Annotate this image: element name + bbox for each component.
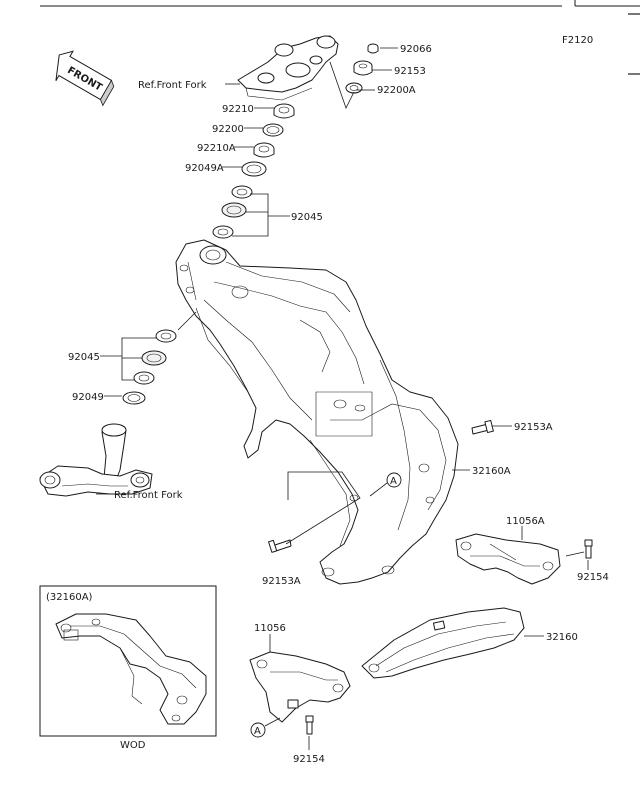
bearing-lower xyxy=(122,329,177,405)
label-92049: 92049 xyxy=(72,392,104,403)
marker-a-bracket-label: A xyxy=(254,726,261,737)
bolt-92153A-right xyxy=(471,419,494,435)
ref-front-fork-bottom: Ref.Front Fork xyxy=(114,490,183,501)
marker-a-frame: A xyxy=(386,472,402,488)
inset-caption: WOD xyxy=(120,740,146,751)
main-frame xyxy=(175,239,459,585)
upper-bracket xyxy=(237,35,339,101)
label-92153A-bottom: 92153A xyxy=(262,576,301,587)
label-92066: 92066 xyxy=(400,44,432,55)
guard-32160 xyxy=(361,607,525,679)
nut-92210A xyxy=(253,142,275,158)
label-32160: 32160 xyxy=(546,632,578,643)
label-92154-bottom: 92154 xyxy=(293,754,325,765)
page-border xyxy=(40,0,640,75)
label-92210: 92210 xyxy=(222,104,254,115)
label-11056: 11056 xyxy=(254,623,286,634)
label-11056A: 11056A xyxy=(506,516,545,527)
washer-92200A xyxy=(345,82,363,94)
ref-front-fork-top: Ref.Front Fork xyxy=(138,80,207,91)
seal-92049A xyxy=(241,161,267,177)
bracket-11056A xyxy=(455,533,561,585)
label-92045-bottom: 92045 xyxy=(68,352,100,363)
marker-a-bracket: A xyxy=(250,722,266,738)
diagram-code: F2120 xyxy=(562,35,593,46)
label-92153A-right: 92153A xyxy=(514,422,553,433)
label-92153: 92153 xyxy=(394,66,426,77)
label-92200A: 92200A xyxy=(377,85,416,96)
bracket-11056 xyxy=(249,651,351,723)
bolt-92154-bottom xyxy=(305,715,314,735)
inset-title: (32160A) xyxy=(46,592,93,603)
washer-92200 xyxy=(262,123,284,137)
nut-92210 xyxy=(273,103,295,119)
lower-bracket-stem xyxy=(39,423,153,497)
label-32160A: 32160A xyxy=(472,466,511,477)
bolt-92153A-bottom xyxy=(268,539,292,553)
label-92049A: 92049A xyxy=(185,163,224,174)
label-92045-top: 92045 xyxy=(291,212,323,223)
label-92210A: 92210A xyxy=(197,143,236,154)
label-92154-right: 92154 xyxy=(577,572,609,583)
label-92200: 92200 xyxy=(212,124,244,135)
front-arrow-icon: FRONT xyxy=(55,50,115,107)
cap-92066 xyxy=(367,43,379,54)
bolt-92154-right xyxy=(584,539,593,559)
marker-a-frame-label: A xyxy=(390,476,397,487)
bearing-upper xyxy=(212,185,253,239)
inset-box: (32160A) WOD xyxy=(39,585,217,751)
bush-92153 xyxy=(353,60,373,76)
